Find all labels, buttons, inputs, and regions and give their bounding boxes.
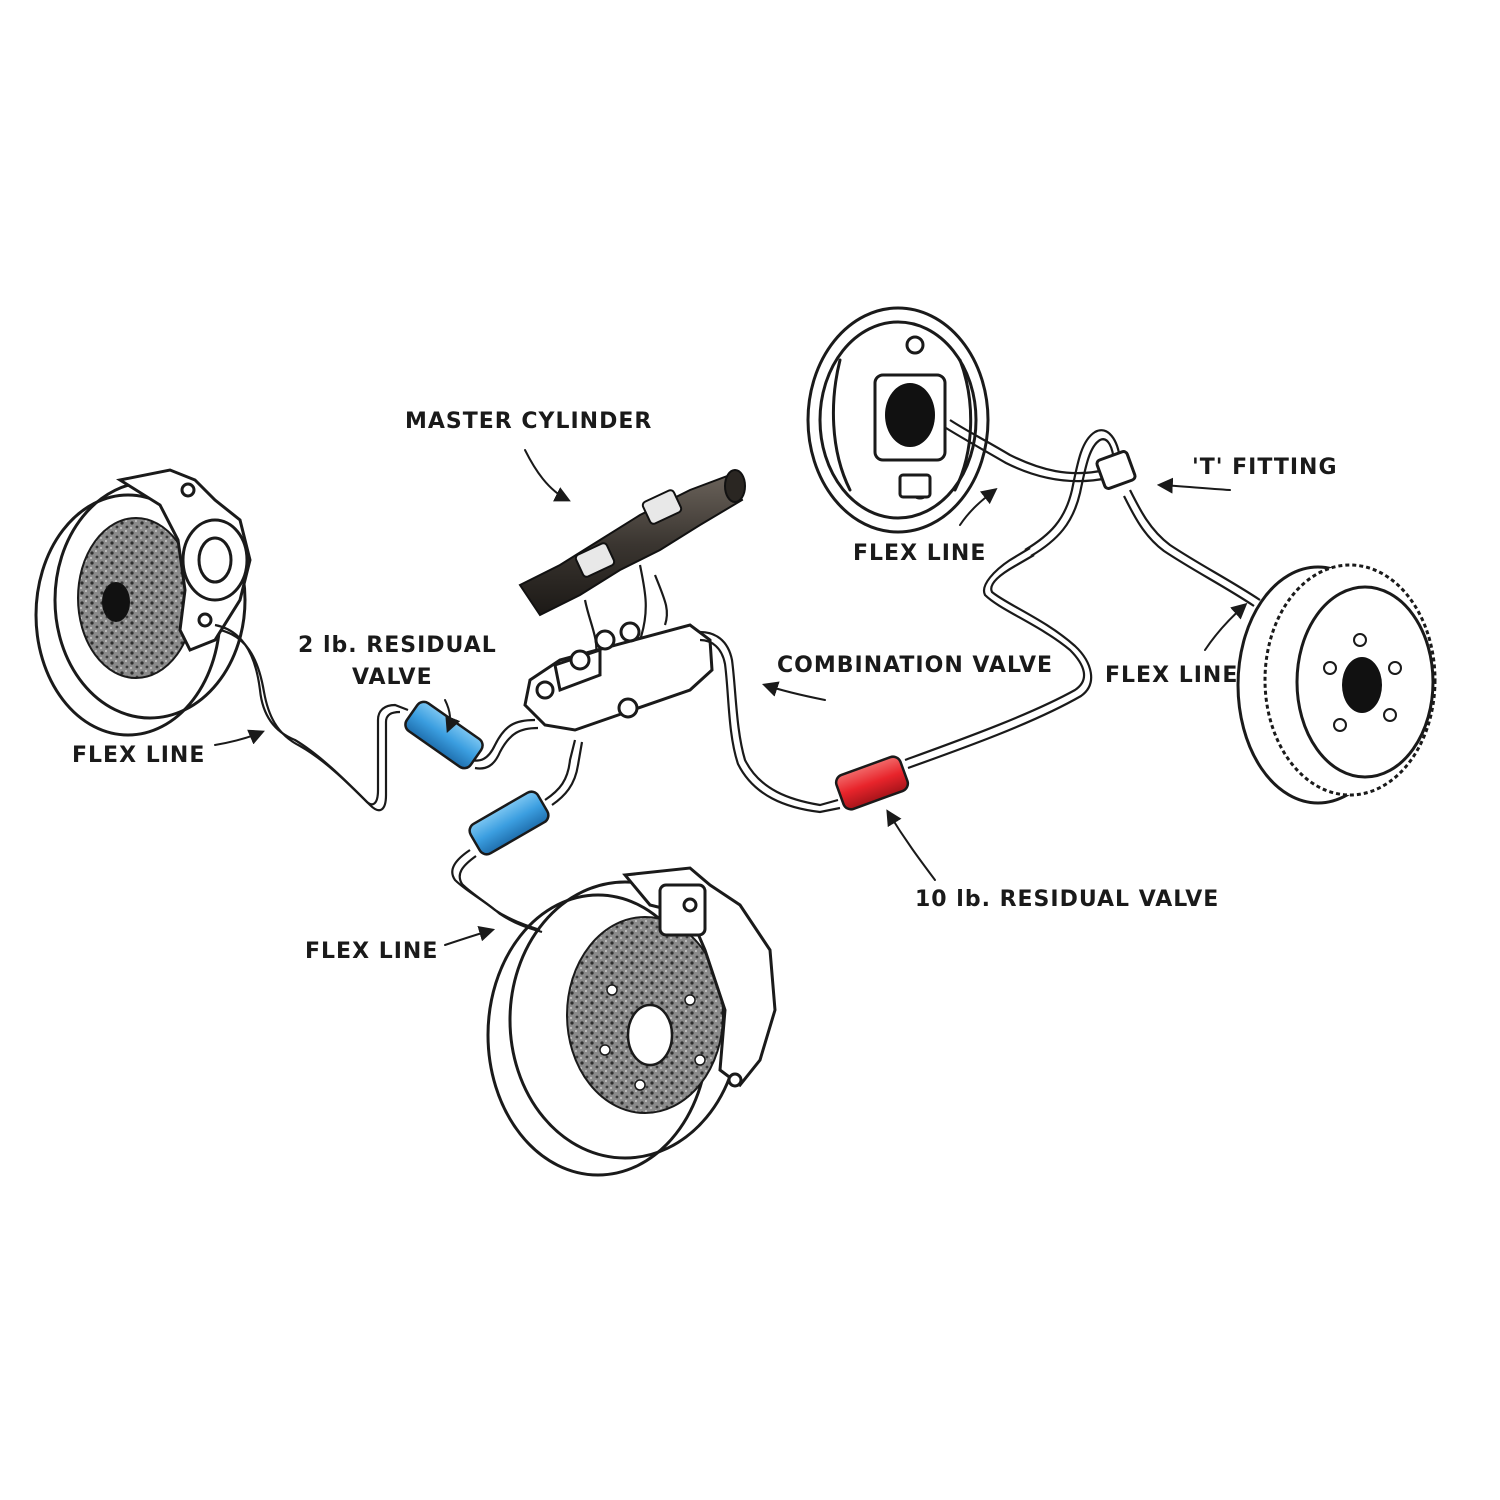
label-flex-line-front-right: FLEX LINE (305, 939, 439, 964)
residual-valve-10lb (834, 755, 910, 811)
label-master-cylinder: MASTER CYLINDER (405, 409, 653, 434)
label-2lb-residual: 2 lb. RESIDUAL (298, 633, 497, 658)
t-fitting-part (1095, 450, 1137, 490)
label-combination-valve: COMBINATION VALVE (777, 653, 1053, 678)
rear-left-drum-brake (806, 306, 990, 534)
brake-lines (214, 419, 1261, 934)
label-flex-line-front-left: FLEX LINE (72, 743, 206, 768)
front-left-disc-brake (34, 468, 252, 737)
residual-valve-2lb-lower (468, 790, 550, 856)
label-flex-line-rear-left: FLEX LINE (853, 541, 987, 566)
residual-valve-2lb-left (404, 700, 484, 770)
rear-right-drum-brake (1236, 563, 1437, 805)
master-cylinder (518, 469, 746, 661)
leader-arrows (214, 449, 1248, 946)
label-flex-line-rear-right: FLEX LINE (1105, 663, 1239, 688)
label-t-fitting: 'T' FITTING (1192, 455, 1338, 480)
label-10lb-residual-valve: 10 lb. RESIDUAL VALVE (915, 887, 1220, 912)
combination-valve (523, 621, 714, 732)
label-2lb-valve: VALVE (352, 665, 433, 690)
front-right-disc-brake (486, 866, 777, 1177)
